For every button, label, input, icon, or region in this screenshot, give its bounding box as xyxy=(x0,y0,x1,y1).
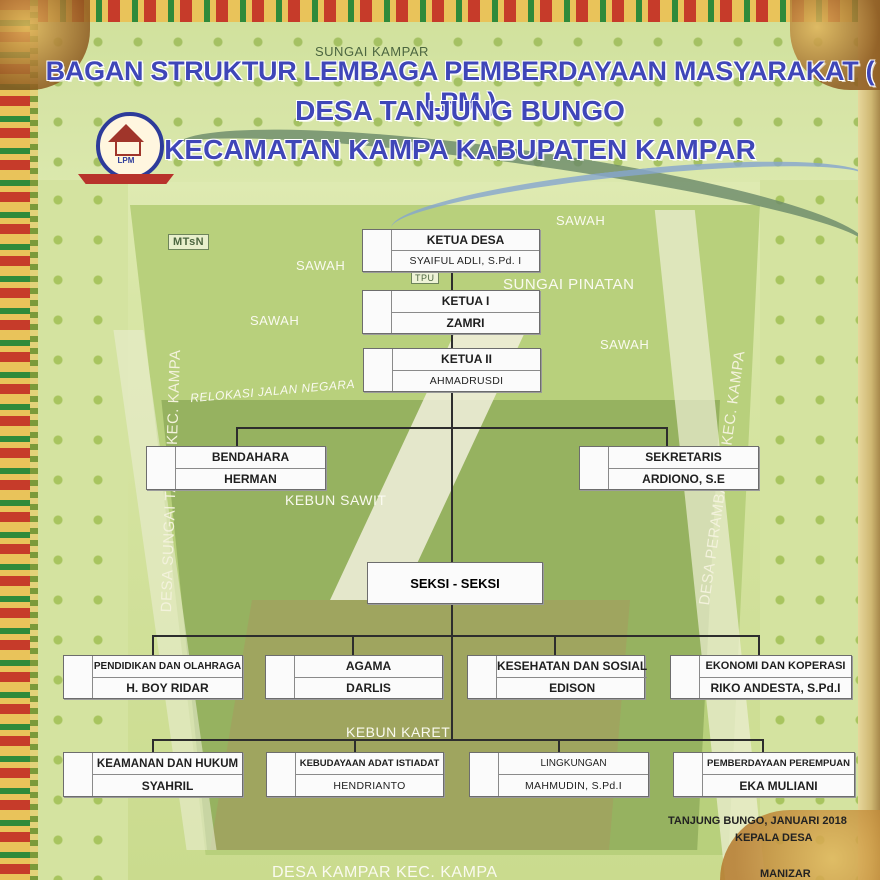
org-role-ketua-2: KETUA II xyxy=(393,349,540,371)
org-name-section: SYAHRIL xyxy=(141,778,194,793)
org-role-section: KESEHATAN DAN SOSIAL xyxy=(497,656,648,678)
logo-house-icon xyxy=(115,142,141,156)
org-name-bendahara: HERMAN xyxy=(224,471,277,486)
org-name-section: MAHMUDIN, S.Pd.I xyxy=(525,779,622,792)
org-box-section-agama: AGAMA DARLIS xyxy=(265,655,443,699)
logo-ribbon-icon xyxy=(78,174,174,184)
logo-text: LPM xyxy=(117,156,135,165)
connector-row1-drop-2 xyxy=(352,635,354,655)
connector-row2-drop-3 xyxy=(558,739,560,752)
org-name-section: DARLIS xyxy=(346,680,391,695)
connector-row1-drop-3 xyxy=(554,635,556,655)
org-role-section: PENDIDIKAN DAN OLAHRAGA xyxy=(93,656,242,678)
org-box-section-keamanan: KEAMANAN DAN HUKUM SYAHRIL xyxy=(63,752,243,797)
org-box-section-lingkungan: LINGKUNGAN MAHMUDIN, S.Pd.I xyxy=(469,752,649,797)
org-box-ketua-1: KETUA I ZAMRI xyxy=(362,290,540,334)
connector-row2-drop-1 xyxy=(152,739,154,752)
connector-sekretaris-drop xyxy=(666,427,668,446)
ornament-pattern-top xyxy=(38,22,858,182)
org-name-section: EKA MULIANI xyxy=(739,778,818,793)
org-role-section: AGAMA xyxy=(295,656,442,678)
map-label-tpu: TPU xyxy=(411,272,439,284)
org-name-section: H. BOY RIDAR xyxy=(126,680,209,695)
org-role-section: KEBUDAYAAN ADAT ISTIADAT xyxy=(296,753,443,775)
footer-place-date: TANJUNG BUNGO, JANUARI 2018 xyxy=(668,815,847,827)
connector-ketua-2-seksi xyxy=(451,390,453,562)
connector-row2-bar xyxy=(152,739,764,741)
connector-bendahara-sekretaris xyxy=(236,427,668,429)
map-label-sungai-pinatan: SUNGAI PINATAN xyxy=(503,276,635,293)
map-label-sawah-3: SAWAH xyxy=(250,313,300,328)
org-box-section-kebudayaan: KEBUDAYAAN ADAT ISTIADAT HENDRIANTO xyxy=(266,752,444,797)
ornament-frame-right xyxy=(858,0,880,880)
org-role-ketua-desa: KETUA DESA xyxy=(392,230,539,251)
map-label-sungai-kampar: SUNGAI KAMPAR xyxy=(315,44,429,59)
map-label-kebun-sawit: KEBUN SAWIT xyxy=(285,492,387,508)
footer-signatory: MANIZAR xyxy=(760,868,811,880)
title-line-3: KECAMATAN KAMPA KABUPATEN KAMPAR xyxy=(164,134,756,165)
org-name-section: RIKO ANDESTA, S.Pd.I xyxy=(710,680,841,695)
org-box-section-pemberdayaan: PEMBERDAYAAN PEREMPUAN EKA MULIANI xyxy=(673,752,855,797)
connector-bendahara-drop xyxy=(236,427,238,446)
org-box-section-kesehatan: KESEHATAN DAN SOSIAL EDISON xyxy=(467,655,648,699)
connector-row1-drop-4 xyxy=(758,635,760,655)
org-box-bendahara: BENDAHARA HERMAN xyxy=(146,446,326,490)
org-role-bendahara: BENDAHARA xyxy=(176,447,325,469)
org-role-section: PEMBERDAYAAN PEREMPUAN xyxy=(703,753,854,775)
org-box-ketua-2: KETUA II AHMADRUSDI xyxy=(363,348,541,392)
org-role-section: LINGKUNGAN xyxy=(499,753,648,775)
connector-row2-drop-4 xyxy=(762,739,764,752)
org-role-sekretaris: SEKRETARIS xyxy=(609,447,758,469)
org-name-section: HENDRIANTO xyxy=(333,779,406,792)
org-name-ketua-2: AHMADRUSDI xyxy=(429,374,504,387)
map-label-sawah-4: SAWAH xyxy=(600,337,650,352)
rubber-plantation-area xyxy=(210,600,630,850)
org-box-ketua-desa: KETUA DESA SYAIFUL ADLI, S.Pd. I xyxy=(362,229,540,272)
footer-position: KEPALA DESA xyxy=(735,832,813,844)
org-name-ketua-1: ZAMRI xyxy=(446,315,485,330)
ornament-frame-left xyxy=(0,0,38,880)
org-name-ketua-desa: SYAIFUL ADLI, S.Pd. I xyxy=(409,255,522,267)
connector-seksi-trunk xyxy=(451,604,453,740)
org-box-sekretaris: SEKRETARIS ARDIONO, S.E xyxy=(579,446,759,490)
connector-row1-bar xyxy=(152,635,760,637)
map-label-mtsn: MTsN xyxy=(168,234,210,250)
org-role-ketua-1: KETUA I xyxy=(392,291,539,313)
title-line-1: BAGAN STRUKTUR LEMBAGA PEMBERDAYAAN MASY… xyxy=(45,56,875,117)
org-box-seksi: SEKSI - SEKSI xyxy=(367,562,543,604)
connector-row2-drop-2 xyxy=(354,739,356,752)
map-label-sawah-2: SAWAH xyxy=(296,258,346,273)
org-name-section: EDISON xyxy=(549,680,596,695)
org-role-section: KEAMANAN DAN HUKUM xyxy=(93,753,242,775)
org-box-section-ekonomi: EKONOMI DAN KOPERASI RIKO ANDESTA, S.Pd.… xyxy=(670,655,852,699)
connector-ketua-desa-ketua-1 xyxy=(451,270,453,290)
title-line-2: DESA TANJUNG BUNGO xyxy=(295,95,625,126)
map-label-kebun-karet: KEBUN KARET xyxy=(346,724,451,740)
map-label-sawah-1: SAWAH xyxy=(556,213,606,228)
org-name-sekretaris: ARDIONO, S.E xyxy=(642,471,725,486)
connector-row1-drop-1 xyxy=(152,635,154,655)
lpm-logo: LPM xyxy=(78,112,174,192)
org-role-section: EKONOMI DAN KOPERASI xyxy=(700,656,851,678)
org-box-section-pendidikan: PENDIDIKAN DAN OLAHRAGA H. BOY RIDAR xyxy=(63,655,243,699)
map-label-bottom-border: DESA KAMPAR KEC. KAMPA xyxy=(272,864,498,880)
ornament-frame-top xyxy=(0,0,880,22)
connector-ketua-1-ketua-2 xyxy=(451,332,453,348)
